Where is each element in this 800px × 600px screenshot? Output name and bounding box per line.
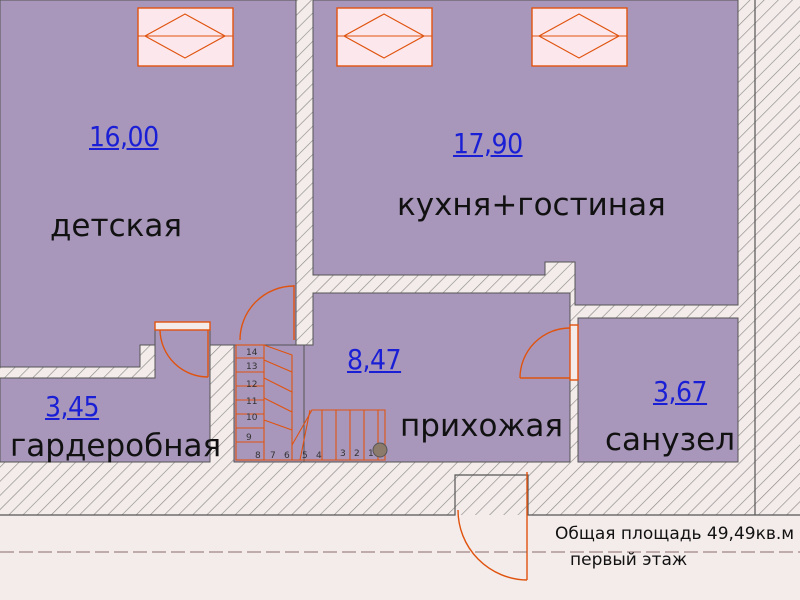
door-bathroom [519, 324, 579, 381]
door-entrance [457, 461, 528, 581]
stair-step-14: 14 [246, 348, 258, 358]
total-area-note: Общая площадь 49,49кв.м [555, 524, 795, 544]
stair-newel-post [372, 442, 388, 458]
room-hall-name: прихожая [400, 408, 563, 444]
room-wardrobe-name: гардеробная [10, 428, 222, 464]
room-kids [0, 0, 297, 368]
room-hall-area: 8,47 [347, 343, 402, 376]
stair-step-1: 1 [368, 449, 374, 459]
window-kids [137, 7, 234, 67]
outer-wall-line [0, 474, 800, 516]
stair-step-10: 10 [246, 413, 258, 423]
stair-step-labels: 14 13 12 11 10 9 8 7 6 5 4 3 2 1 [246, 348, 374, 461]
door-wardrobe [154, 321, 211, 378]
room-wardrobe-area: 3,45 [45, 390, 100, 423]
stair-step-2: 2 [354, 449, 360, 459]
stair-step-4: 4 [316, 451, 322, 461]
room-kitchen [312, 0, 739, 306]
room-bathroom [577, 317, 739, 463]
stair-step-11: 11 [246, 397, 257, 407]
room-kitchen-name: кухня+гостиная [397, 187, 666, 223]
room-kids-area: 16,00 [89, 120, 159, 153]
stair-step-5: 5 [302, 451, 308, 461]
stair-step-7: 7 [270, 451, 276, 461]
stair-step-13: 13 [246, 362, 257, 372]
room-bathroom-area: 3,67 [653, 375, 708, 408]
room-bathroom-name: санузел [605, 422, 736, 458]
room-kitchen-area: 17,90 [453, 127, 523, 160]
window-kitchen-left [336, 7, 433, 67]
stair-step-9: 9 [246, 433, 252, 443]
stair-step-8: 8 [255, 451, 261, 461]
staircase [235, 344, 386, 461]
stair-step-3: 3 [340, 449, 346, 459]
stair-step-6: 6 [284, 451, 290, 461]
door-kids [239, 285, 295, 341]
room-kids-name: детская [50, 208, 182, 244]
floor-note: первый этаж [570, 550, 688, 570]
window-kitchen-right [531, 7, 628, 67]
stair-step-12: 12 [246, 380, 257, 390]
